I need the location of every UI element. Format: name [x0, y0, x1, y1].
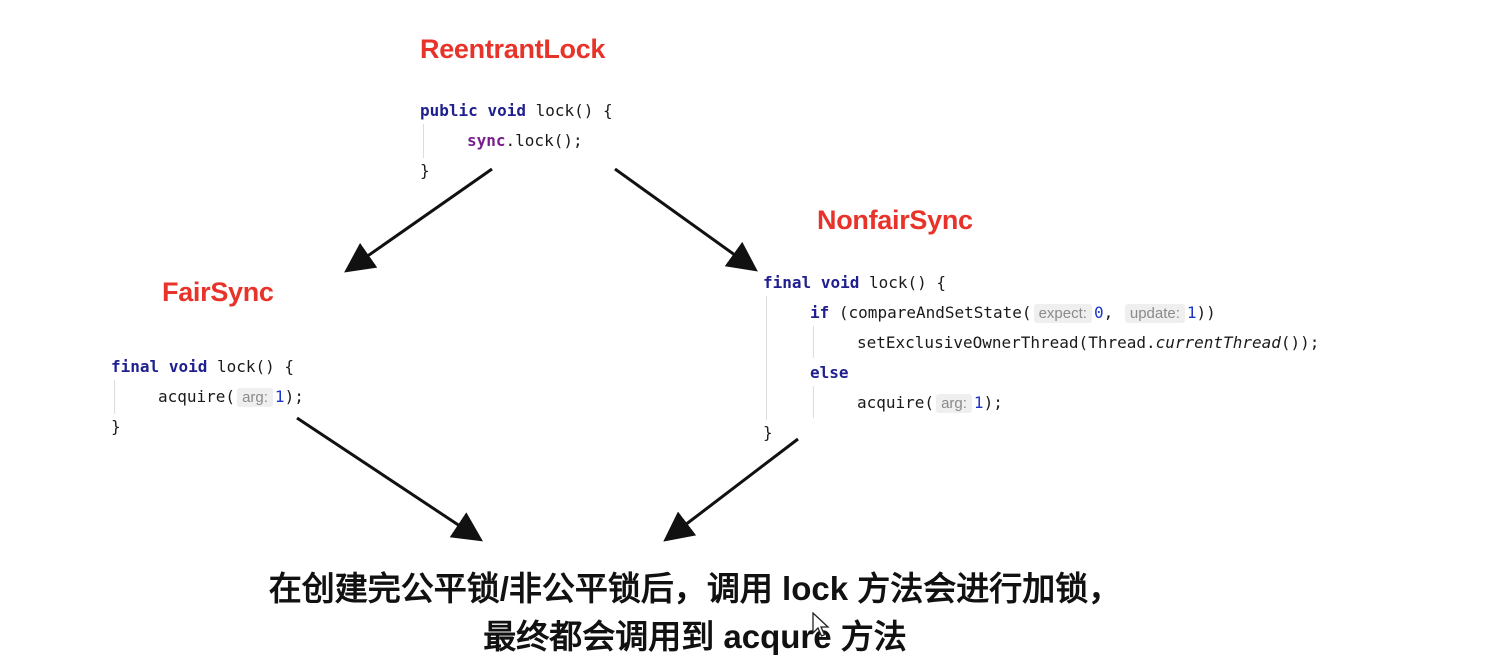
number-literal: 1 [274, 387, 285, 406]
code-line: else [763, 358, 1319, 388]
keyword: final [111, 357, 160, 376]
code-line: public void lock() { [420, 96, 613, 126]
caption-line-2: 最终都会调用到 acqure 方法 [483, 618, 907, 655]
number-literal: 1 [1186, 303, 1197, 322]
closing-brace: } [763, 423, 773, 442]
indent-guide [423, 124, 424, 158]
code-line: } [420, 156, 613, 186]
title-fairsync: FairSync [162, 277, 274, 307]
code-block-reentrantlock: public void lock() { sync.lock(); } [420, 96, 613, 186]
keyword: void [487, 101, 526, 120]
code-line: } [763, 418, 1319, 448]
code-block-fairsync: final void lock() { acquire(arg:1); } [111, 352, 304, 442]
arrow-nonfair-to-acquire [663, 437, 799, 542]
title-nonfairsync: NonfairSync [817, 205, 973, 235]
indent-guide [766, 296, 767, 420]
statement-end: ); [284, 387, 304, 406]
arrow-fair-to-acquire [296, 416, 484, 542]
code-line: final void lock() { [763, 268, 1319, 298]
statement-end: ()); [1280, 333, 1320, 352]
indent-guide [114, 380, 115, 414]
code-line: } [111, 412, 304, 442]
keyword: void [168, 357, 208, 376]
keyword: else [810, 363, 849, 382]
arrow-to-nonfairsync [614, 167, 758, 272]
keyword: final [763, 273, 812, 292]
keyword: void [820, 273, 860, 292]
method-call: acquire( [158, 387, 236, 406]
keyword: if [810, 303, 830, 322]
method-call: (compareAndSetState( [838, 303, 1032, 322]
static-method: currentThread [1155, 333, 1281, 352]
parameter-hint: expect: [1033, 304, 1092, 323]
field-name: sync [467, 131, 506, 150]
arrow-to-fairsync [344, 167, 493, 273]
code-line: final void lock() { [111, 352, 304, 382]
parameter-hint: arg: [936, 394, 972, 413]
mouse-cursor-icon [812, 612, 830, 637]
method-signature: lock() { [535, 101, 613, 120]
method-call: acquire( [857, 393, 935, 412]
statement-end: ); [983, 393, 1003, 412]
number-literal: 1 [973, 393, 984, 412]
method-signature: lock() { [216, 357, 295, 376]
caption-line-1: 在创建完公平锁/非公平锁后，调用 lock 方法会进行加锁， [268, 570, 1122, 607]
keyword: public [420, 101, 478, 120]
statement-end: )) [1196, 303, 1216, 322]
method-call: .lock(); [505, 131, 583, 150]
indent-guide [813, 326, 814, 358]
code-line: acquire(arg:1); [111, 382, 304, 412]
parameter-hint: update: [1124, 304, 1185, 323]
code-line: if (compareAndSetState(expect:0, update:… [763, 298, 1319, 328]
closing-brace: } [420, 161, 430, 180]
code-line: acquire(arg:1); [763, 388, 1319, 418]
separator: , [1103, 303, 1114, 322]
parameter-hint: arg: [237, 388, 273, 407]
code-block-nonfairsync: final void lock() { if (compareAndSetSta… [763, 268, 1319, 448]
indent-guide [813, 386, 814, 418]
closing-brace: } [111, 417, 121, 436]
method-signature: lock() { [868, 273, 947, 292]
number-literal: 0 [1093, 303, 1104, 322]
title-reentrantlock: ReentrantLock [420, 34, 606, 64]
code-line: sync.lock(); [420, 126, 613, 156]
code-line: setExclusiveOwnerThread(Thread.currentTh… [763, 328, 1319, 358]
method-call: setExclusiveOwnerThread(Thread. [857, 333, 1156, 352]
